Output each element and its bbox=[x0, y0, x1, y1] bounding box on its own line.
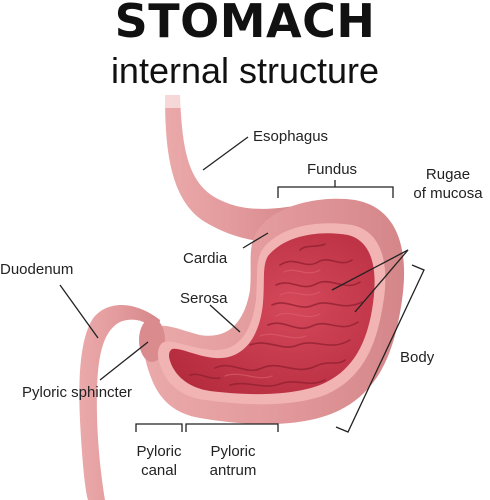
label-body: Body bbox=[400, 349, 435, 366]
label-pyloric-canal: Pyloric canal bbox=[128, 442, 190, 480]
label-pyloric-antrum: Pyloric antrum bbox=[198, 442, 268, 480]
esophagus-fade bbox=[160, 88, 190, 108]
pyloric-antrum-bracket bbox=[185, 423, 279, 432]
label-cardia: Cardia bbox=[183, 250, 228, 267]
serosa-leader bbox=[209, 304, 241, 333]
label-rugae-line2: of mucosa bbox=[413, 185, 483, 202]
diagram-subtitle: internal structure bbox=[110, 50, 380, 91]
esophagus-tube bbox=[165, 95, 305, 243]
label-pyloric-antrum-line2: antrum bbox=[209, 462, 257, 479]
pyloric-canal-bracket bbox=[135, 423, 183, 432]
label-fundus: Fundus bbox=[307, 161, 358, 178]
rugae-leader-1 bbox=[331, 249, 409, 291]
rugae-highlights bbox=[224, 269, 321, 379]
cardia-leader bbox=[242, 232, 269, 249]
label-pyloric-sphincter: Pyloric sphincter bbox=[22, 384, 133, 401]
label-pyloric-canal-line2: canal bbox=[141, 462, 177, 479]
label-rugae-line1: Rugae bbox=[425, 166, 471, 183]
pyloric-sphincter-leader bbox=[99, 341, 149, 381]
duodenum-tube bbox=[79, 305, 160, 500]
label-rugae: Rugae of mucosa bbox=[408, 165, 488, 203]
label-serosa: Serosa bbox=[180, 290, 228, 307]
label-pyloric-antrum-line1: Pyloric bbox=[210, 443, 256, 460]
esophagus-leader bbox=[202, 136, 249, 171]
label-duodenum: Duodenum bbox=[0, 261, 74, 278]
leader-lines bbox=[59, 136, 425, 433]
fundus-bracket bbox=[277, 186, 394, 198]
stomach-interior bbox=[169, 233, 375, 395]
duodenum-leader bbox=[59, 284, 99, 339]
label-esophagus: Esophagus bbox=[253, 128, 329, 145]
body-bracket bbox=[335, 264, 425, 433]
rugae-leader-2 bbox=[354, 249, 409, 313]
diagram-title: STOMACH bbox=[114, 0, 376, 48]
label-pyloric-canal-line1: Pyloric bbox=[136, 443, 182, 460]
rugae-folds bbox=[189, 243, 363, 387]
